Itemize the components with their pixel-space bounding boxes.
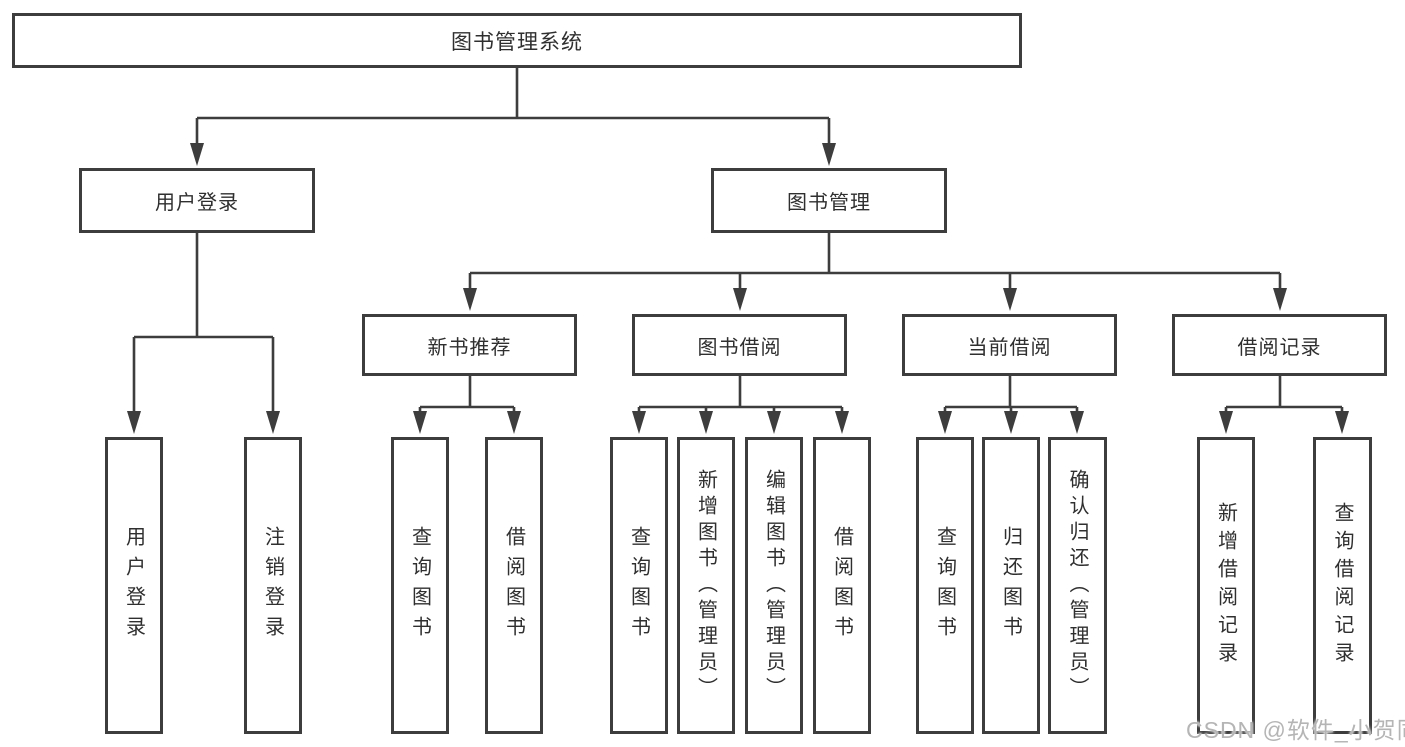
- node-label: 查询图书: [933, 525, 956, 646]
- connector-book-borrow-branch: [637, 376, 844, 412]
- node-borrowing-records: 借阅记录: [1172, 314, 1387, 376]
- arrowheads-book-mgmt-to-level3: [463, 288, 1287, 311]
- node-label: 借阅记录: [1237, 336, 1322, 359]
- leaf-borrow-books-1: 借阅图书: [485, 437, 543, 734]
- connector-current-borrow-branch: [943, 376, 1079, 412]
- leaf-query-books-1: 查询图书: [391, 437, 449, 734]
- arrowheads-user-login-branch: [127, 411, 280, 434]
- node-label: 归还图书: [999, 525, 1022, 646]
- leaf-borrow-books-2: 借阅图书: [813, 437, 871, 734]
- node-current-borrowing: 当前借阅: [902, 314, 1117, 376]
- node-label: 新增借阅记录: [1214, 501, 1237, 670]
- leaf-logout: 注销登录: [244, 437, 302, 734]
- connector-borrow-records-branch: [1224, 376, 1344, 412]
- node-user-login-branch: 用户登录: [79, 168, 315, 233]
- arrowheads-root-to-level2: [190, 143, 836, 166]
- node-label: 确认归还（管理员）: [1066, 468, 1088, 703]
- arrowheads-book-borrow-branch: [632, 411, 849, 434]
- arrowheads-current-borrow-branch: [938, 411, 1084, 434]
- node-label: 用户登录: [155, 192, 239, 214]
- leaf-query-books-2: 查询图书: [610, 437, 668, 734]
- leaf-add-books-admin: 新增图书（管理员）: [677, 437, 735, 734]
- node-label: 新增图书（管理员）: [694, 468, 717, 703]
- node-label: 图书借阅: [697, 336, 782, 359]
- node-label: 查询图书: [627, 525, 650, 646]
- leaf-edit-books-admin: 编辑图书（管理员）: [745, 437, 803, 734]
- node-label: 借阅图书: [502, 525, 525, 646]
- leaf-user-login: 用户登录: [105, 437, 163, 734]
- node-label: 查询借阅记录: [1331, 501, 1353, 670]
- node-label: 借阅图书: [830, 525, 853, 646]
- connector-user-login-branch: [132, 233, 275, 412]
- node-library-management-system: 图书管理系统: [12, 13, 1022, 68]
- leaf-query-borrow-record: 查询借阅记录: [1313, 437, 1372, 734]
- node-new-book-recommendation: 新书推荐: [362, 314, 577, 376]
- node-book-borrowing: 图书借阅: [632, 314, 847, 376]
- node-label: 图书管理: [787, 192, 871, 214]
- node-label: 用户登录: [122, 525, 145, 646]
- leaf-add-borrow-record: 新增借阅记录: [1197, 437, 1255, 734]
- node-label: 查询图书: [408, 525, 431, 646]
- connector-root-to-level2: [195, 68, 831, 144]
- leaf-return-books: 归还图书: [982, 437, 1040, 734]
- connector-new-book-branch: [418, 376, 516, 412]
- node-label: 当前借阅: [967, 336, 1052, 359]
- arrowheads-borrow-records-branch: [1219, 411, 1349, 434]
- node-label: 新书推荐: [427, 336, 512, 359]
- csdn-watermark: CSDN @软件_小贺同学: [1186, 717, 1405, 743]
- connector-book-mgmt-to-level3: [468, 233, 1282, 290]
- node-book-management-branch: 图书管理: [711, 168, 947, 233]
- leaf-query-books-3: 查询图书: [916, 437, 974, 734]
- node-label: 注销登录: [261, 525, 284, 646]
- node-label: 编辑图书（管理员）: [762, 468, 785, 703]
- leaf-confirm-return-admin: 确认归还（管理员）: [1048, 437, 1107, 734]
- node-label: 图书管理系统: [451, 30, 583, 54]
- arrowheads-new-book-branch: [413, 411, 521, 434]
